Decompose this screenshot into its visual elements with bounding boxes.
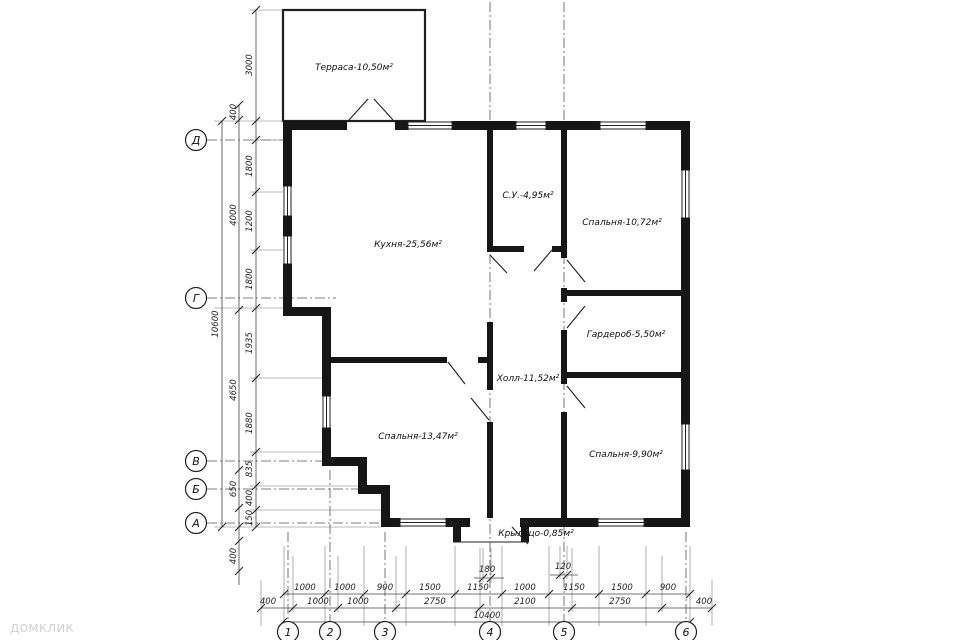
dim-b2-6: 400: [696, 597, 712, 607]
room-label-hall: Холл-11,52м²: [496, 374, 560, 384]
dim-120: 120: [555, 562, 571, 572]
dim-1800-b: 1800: [245, 268, 255, 290]
room-labels: Терраса-10,50м² Кухня-25,56м² С.У.-4,95м…: [315, 63, 666, 539]
axis-label-1: 1: [285, 626, 292, 639]
dim-180: 180: [479, 565, 495, 575]
dim-4650: 4650: [229, 379, 239, 401]
axis-bubbles-left: Д Г В Б А: [184, 128, 208, 535]
room-label-wardrobe: Гардероб-5,50м²: [587, 330, 666, 340]
axis-label-6: 6: [683, 626, 690, 639]
dim-b2-0: 400: [260, 597, 276, 607]
watermark: домклик: [10, 620, 74, 636]
axis-label-d: Д: [191, 134, 201, 147]
dim-b2-4: 2100: [514, 597, 536, 607]
dim-10600: 10600: [211, 310, 221, 337]
dimension-ticks: [217, 5, 717, 627]
dim-b1-0: 1000: [294, 583, 316, 593]
dim-b2-5: 2750: [609, 597, 631, 607]
room-label-porch: Крыльцо-0,85м²: [498, 529, 574, 539]
room-label-bedroom3: Спальня-9,90м²: [589, 450, 663, 460]
outer-walls: [283, 121, 690, 543]
dim-b1-5: 1000: [514, 583, 536, 593]
dim-400-bottom: 400: [229, 548, 239, 564]
dim-b2-3: 2750: [424, 597, 446, 607]
dim-b2-1: 1000: [307, 597, 329, 607]
extension-lines: [214, 9, 713, 626]
room-label-kitchen: Кухня-25,56м²: [374, 240, 442, 250]
axis-label-2: 2: [327, 626, 334, 639]
room-label-bedroom2: Спальня-13,47м²: [378, 432, 458, 442]
axis-bubbles-bottom: 1 2 3 4 5 6: [276, 620, 698, 640]
dim-1880: 1880: [245, 412, 255, 434]
dim-1800-a: 1800: [245, 155, 255, 177]
dim-3000: 3000: [245, 54, 255, 76]
dim-1935: 1935: [245, 332, 255, 354]
dim-b1-8: 900: [660, 583, 676, 593]
dim-1200: 1200: [245, 210, 255, 232]
dim-b1-3: 1500: [419, 583, 441, 593]
dim-b1-1: 1000: [334, 583, 356, 593]
dim-835: 835: [245, 461, 255, 477]
left-dimension-texts: 3000 400 1800 1200 4000 1800 10600 1935 …: [211, 54, 255, 564]
axis-label-g: Г: [193, 292, 200, 305]
dim-b1-2: 900: [377, 583, 393, 593]
terrace-outline: [281, 8, 427, 123]
axis-label-a: А: [191, 517, 200, 530]
dim-400-top: 400: [229, 104, 239, 120]
room-label-bedroom1: Спальня-10,72м²: [582, 218, 662, 228]
bottom-dimension-texts: 180 120 1000 1000 900 1500 1150 1000 115…: [260, 562, 712, 621]
dim-b1-4: 1150: [467, 583, 489, 593]
axis-label-4: 4: [487, 626, 494, 639]
axis-grid-lines: [207, 2, 687, 621]
axis-label-3: 3: [382, 626, 389, 639]
dim-b1-7: 1500: [611, 583, 633, 593]
axis-label-v: В: [192, 455, 200, 468]
dim-650: 650: [229, 481, 239, 497]
dim-4000: 4000: [229, 204, 239, 226]
door-swings: [348, 98, 586, 545]
dim-b1-6: 1150: [563, 583, 585, 593]
room-label-bathroom: С.У.-4,95м²: [502, 191, 554, 201]
dim-150: 150: [245, 510, 255, 526]
axis-label-5: 5: [561, 626, 568, 639]
room-label-terrace: Терраса-10,50м²: [315, 63, 393, 73]
dim-b2-2: 1000: [347, 597, 369, 607]
axis-label-b: Б: [192, 483, 200, 496]
dim-400-mid: 400: [245, 490, 255, 506]
window-symbols: [283, 121, 690, 527]
dim-total-10400: 10400: [473, 611, 500, 621]
inner-walls: [331, 130, 690, 518]
